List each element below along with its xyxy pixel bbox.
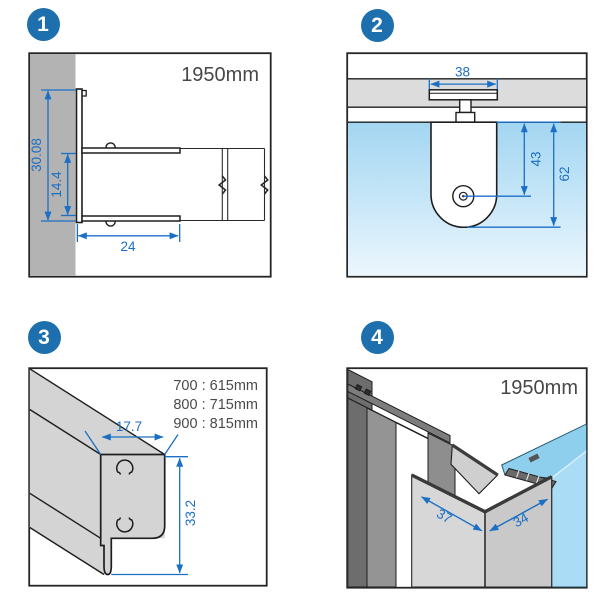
dim-label-43: 43 bbox=[528, 151, 543, 166]
size-option-900: 900 : 815mm bbox=[173, 416, 258, 432]
dim-label-37: 37 bbox=[434, 505, 455, 526]
glass-panel-lines bbox=[180, 147, 269, 221]
dimension-lines bbox=[41, 88, 181, 242]
glass-panel-3d bbox=[501, 423, 587, 587]
panel-2-roller-diagram: 38 43 62 bbox=[346, 51, 588, 278]
step-badge-2: 2 bbox=[360, 8, 394, 42]
step-badge-3: 3 bbox=[27, 320, 61, 354]
dim-label-30-08: 30.08 bbox=[29, 138, 44, 172]
size-option-800: 800 : 715mm bbox=[173, 397, 258, 413]
length-label-1950mm: 1950mm bbox=[181, 64, 259, 86]
dim-label-14-4: 14.4 bbox=[49, 170, 64, 197]
hanger-hardware bbox=[428, 88, 499, 228]
dim-label-17-7: 17.7 bbox=[116, 419, 142, 434]
profile-section-face bbox=[99, 453, 166, 575]
profile-outline bbox=[75, 87, 181, 227]
dim-label-34: 34 bbox=[511, 509, 532, 530]
panel-4-corner-profile-diagram: 37 34 1950mm bbox=[346, 366, 588, 589]
dim-label-38: 38 bbox=[455, 64, 470, 79]
dimension-lines bbox=[428, 78, 561, 228]
screw-clips bbox=[116, 458, 134, 533]
panel-1-wall-profile-diagram: 30.08 14.4 24 1950mm bbox=[28, 51, 272, 278]
length-label-1950mm: 1950mm bbox=[500, 377, 578, 399]
panel-3-bottom-profile-diagram: 700 : 615mm 800 : 715mm 900 : 815mm 17.7… bbox=[28, 366, 268, 587]
dim-label-33-2: 33.2 bbox=[183, 499, 198, 525]
dim-label-62: 62 bbox=[557, 166, 572, 181]
dimension-lines bbox=[421, 495, 548, 532]
step-badge-4: 4 bbox=[360, 320, 394, 354]
step-badge-1: 1 bbox=[26, 7, 60, 41]
dim-label-24: 24 bbox=[120, 239, 136, 254]
dimension-lines bbox=[84, 430, 188, 575]
size-option-700: 700 : 615mm bbox=[173, 378, 258, 394]
corner-profile-fin bbox=[450, 443, 499, 494]
